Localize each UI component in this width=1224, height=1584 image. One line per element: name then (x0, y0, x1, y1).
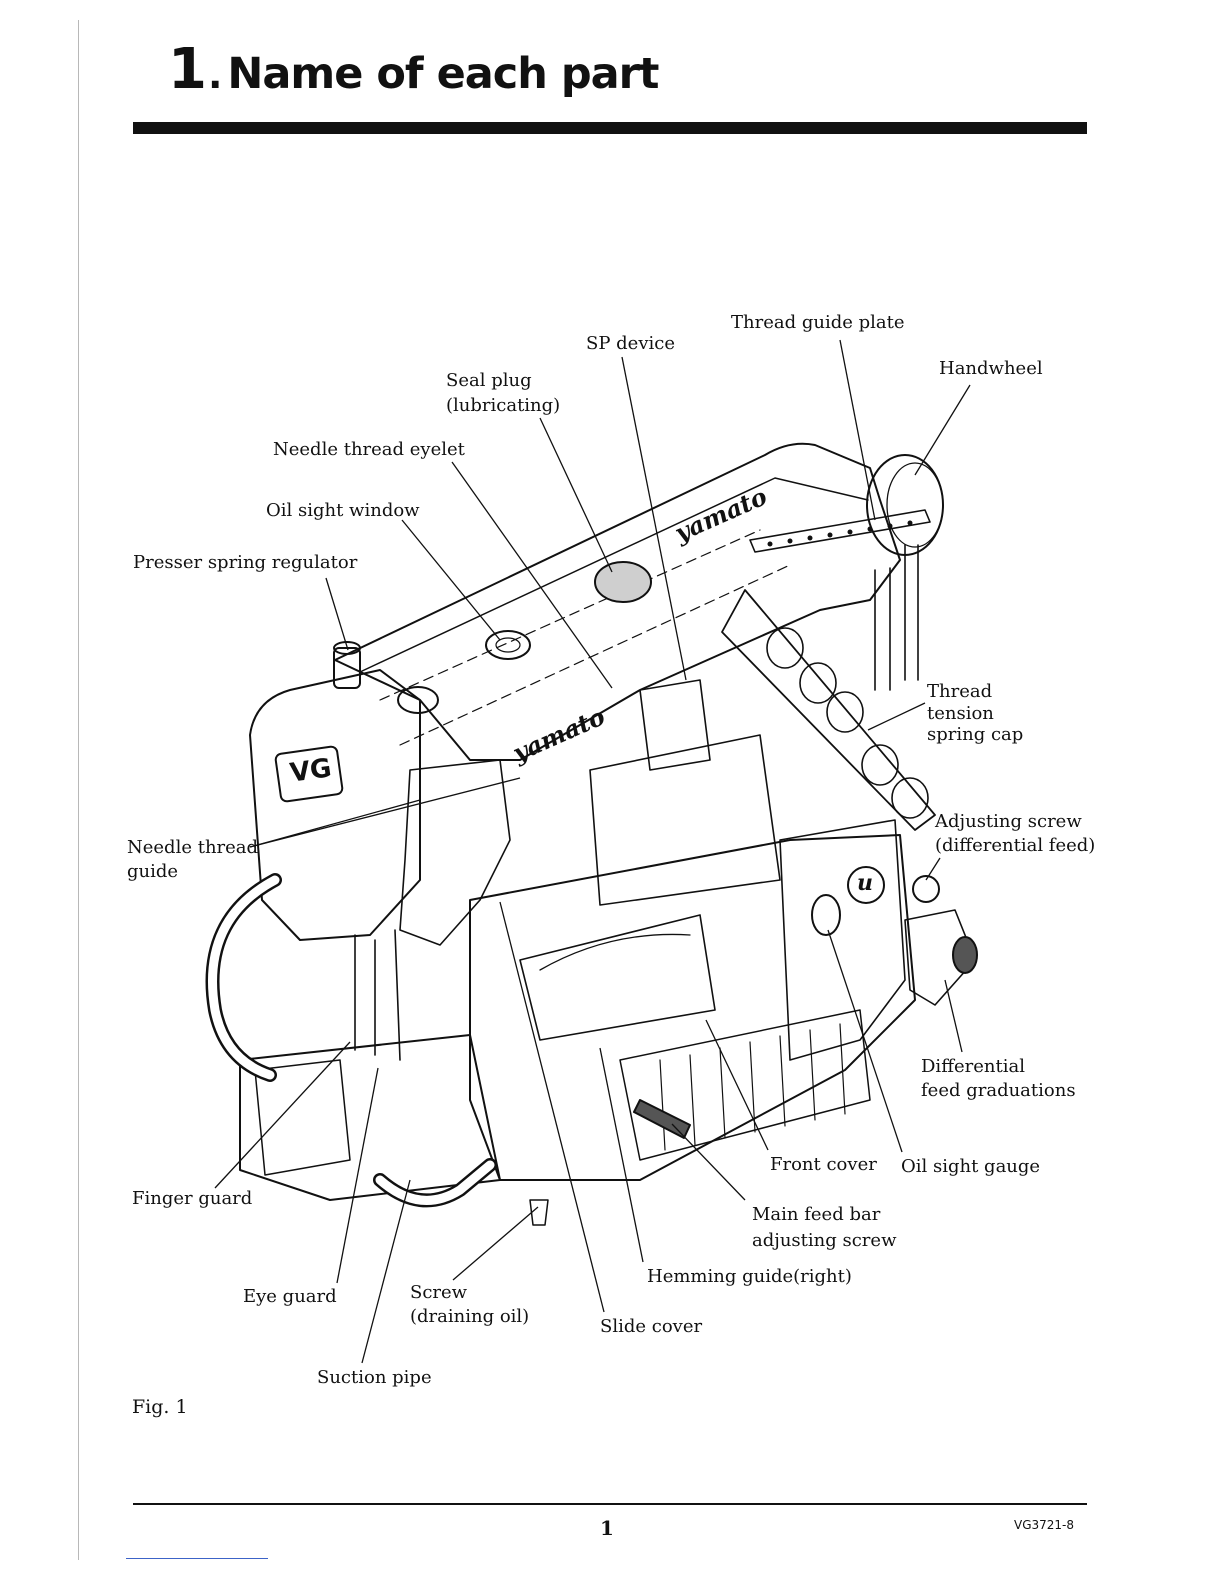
footer-rule (133, 1503, 1087, 1505)
arm-dash-line-2 (399, 564, 791, 746)
leader-differential-feed (944, 979, 963, 1053)
u-emblem: u (857, 870, 873, 896)
differential-feed-knob (912, 875, 940, 903)
label-sp-device: SP device (586, 333, 675, 354)
needle-bar (354, 929, 401, 1061)
label-needle-thread-guide-1: Needle thread (127, 837, 259, 858)
leader-oil-sight-window (401, 519, 501, 641)
label-needle-thread-guide-2: guide (127, 861, 179, 882)
label-hemming-guide: Hemming guide(right) (647, 1266, 852, 1287)
tension-knobs (766, 627, 929, 819)
oil-sight-gauge-shape (811, 894, 841, 936)
leader-screw (452, 1206, 539, 1281)
head-oil-window (397, 686, 439, 714)
leader-lines (214, 339, 971, 1364)
section-separator: . (207, 53, 222, 97)
drain-screw-shape (529, 1199, 549, 1226)
leader-needle-thread-eyelet (451, 461, 613, 689)
machine-head (249, 669, 421, 941)
label-seal-plug: Seal plug (446, 370, 532, 391)
leader-presser-spring (325, 577, 349, 651)
leader-slide-cover (499, 901, 605, 1313)
suction-pipe-shape (205, 873, 282, 1082)
leader-thread-guide-plate (839, 339, 876, 521)
machine-arm (334, 442, 901, 761)
vg-badge: VG (288, 753, 334, 789)
bed-right-housing (779, 819, 906, 1061)
handwheel-shape (866, 454, 944, 556)
label-slide-cover: Slide cover (600, 1316, 703, 1337)
needle-assembly (399, 759, 511, 946)
leader-handwheel (914, 384, 971, 476)
leader-needle-thread-guide-2 (249, 777, 521, 848)
section-number: 1 (168, 37, 207, 102)
document-code: VG3721-8 (1014, 1518, 1075, 1532)
label-thread-tension-3: spring cap (927, 724, 1024, 745)
leader-main-feed-bar (671, 1123, 746, 1201)
label-screw-1: Screw (410, 1282, 468, 1303)
vg-badge-frame (274, 745, 344, 803)
machine-base (239, 1034, 501, 1201)
handwheel-rim (886, 462, 944, 548)
label-seal-plug-note: (lubricating) (446, 395, 561, 416)
label-finger-guard: Finger guard (132, 1188, 253, 1209)
oil-sight-window-shape (485, 630, 531, 660)
binding-margin-line (78, 20, 79, 1560)
thread-guide-posts (874, 544, 919, 691)
figure-caption: Fig. 1 (132, 1396, 188, 1418)
leader-thread-tension (867, 702, 926, 731)
label-adjusting-screw-2: (differential feed) (935, 835, 1096, 856)
label-oil-sight-window: Oil sight window (266, 500, 420, 521)
front-cover-shape (519, 914, 716, 1041)
differential-feed-lever (904, 909, 976, 1006)
section-title-text: Name of each part (227, 49, 659, 99)
label-main-feed-bar-2: adjusting screw (752, 1230, 897, 1251)
leader-front-cover (705, 1019, 769, 1151)
label-presser-spring-regulator: Presser spring regulator (133, 552, 358, 573)
machine-illustration (205, 442, 978, 1226)
leader-oil-sight-gauge (827, 929, 903, 1153)
label-main-feed-bar-1: Main feed bar (752, 1204, 881, 1225)
label-thread-guide-plate: Thread guide plate (731, 312, 905, 333)
label-needle-thread-eyelet: Needle thread eyelet (273, 439, 465, 460)
label-oil-sight-gauge: Oil sight gauge (901, 1156, 1041, 1177)
leader-eye-guard (336, 1067, 379, 1284)
label-thread-tension-2: tension (927, 703, 994, 724)
label-suction-pipe: Suction pipe (317, 1367, 432, 1388)
leader-finger-guard (214, 1041, 351, 1189)
arm-dash-line (379, 529, 761, 701)
thread-guide-plate-shape (749, 509, 931, 553)
label-thread-tension-1: Thread (927, 681, 993, 702)
sp-device-shape (639, 679, 711, 771)
bottom-link-underline (126, 1558, 268, 1559)
thread-guide-holes (767, 520, 913, 547)
seal-plug-shape (594, 561, 652, 603)
tension-plate (721, 589, 936, 831)
machine-bed (469, 834, 916, 1181)
label-differential-feed-1: Differential (921, 1056, 1025, 1077)
label-handwheel: Handwheel (939, 358, 1043, 379)
leader-hemming-guide (599, 1047, 644, 1263)
label-front-cover: Front cover (770, 1154, 877, 1175)
leader-adjusting-screw (925, 857, 941, 881)
leader-seal-plug (539, 417, 613, 573)
arm-top-edge (359, 477, 869, 673)
u-emblem-frame (847, 866, 885, 904)
label-screw-2: (draining oil) (410, 1306, 530, 1327)
page-number: 1 (600, 1516, 614, 1540)
title-rule (133, 122, 1087, 134)
label-adjusting-screw-1: Adjusting screw (935, 811, 1082, 832)
oil-pan (619, 1009, 871, 1161)
leader-sp-device (621, 356, 687, 681)
finger-guard-shape (254, 1059, 351, 1176)
label-eye-guard: Eye guard (243, 1286, 337, 1307)
sp-device-bracket (589, 734, 781, 906)
label-differential-feed-2: feed graduations (921, 1080, 1076, 1101)
leader-suction-pipe (361, 1179, 411, 1364)
section-title: 1.Name of each part (168, 42, 659, 99)
